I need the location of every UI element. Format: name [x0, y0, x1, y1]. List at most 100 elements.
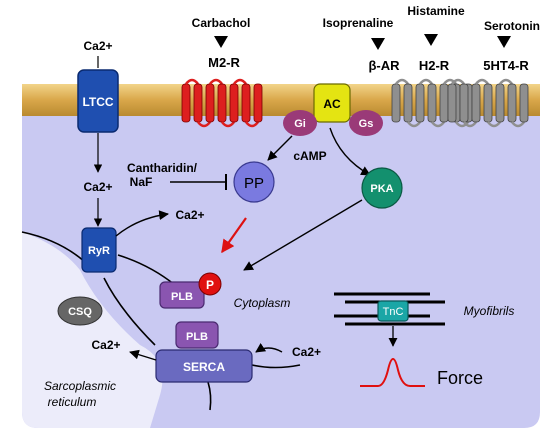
ion-ca-ryr: Ca2+	[175, 208, 204, 222]
camp-label: cAMP	[293, 149, 326, 163]
pka-label: PKA	[370, 183, 393, 195]
grey-receptor-loop	[511, 121, 525, 128]
m2r-receptor	[181, 78, 263, 128]
receptor-bar: β-AR	[368, 58, 400, 73]
inhibitor-label-2: NaF	[130, 175, 153, 189]
grey-receptors	[391, 78, 529, 128]
grey-receptor-helix	[447, 83, 457, 123]
sr-label-2: reticulum	[48, 395, 97, 409]
grey-receptor-loop	[407, 121, 421, 128]
grey-receptor-helix	[471, 83, 481, 123]
m2r-loop	[197, 121, 211, 128]
receptor-m2r: M2-R	[208, 55, 240, 70]
plb-unphosphorylated	[175, 321, 219, 349]
m2r-helix	[253, 83, 263, 123]
sr-membrane-line	[251, 364, 301, 369]
phosphate-group	[198, 272, 222, 296]
grey-receptor-loop	[419, 78, 433, 85]
ligand-arrow	[371, 38, 385, 50]
grey-receptor-helix	[459, 83, 469, 123]
grey-receptor-helix	[391, 83, 401, 123]
m2r-loop	[221, 121, 235, 128]
m2r-loop	[185, 78, 199, 85]
m2r-helix	[181, 83, 191, 123]
inhibitor-label-1: Cantharidin/	[127, 161, 198, 175]
pka-kinase	[361, 167, 403, 209]
grey-receptor-loop	[395, 78, 409, 85]
sr-membrane-line	[117, 254, 176, 286]
ion-ca-sr: Ca2+	[91, 338, 120, 352]
ryr-channel	[81, 227, 117, 273]
csq-label: CSQ	[68, 306, 92, 318]
arrow-pp-plb	[221, 217, 247, 254]
sr-membrane-line	[207, 381, 212, 411]
ligand-arrow	[497, 36, 511, 48]
m2r-helix	[217, 83, 227, 123]
m2r-helix	[193, 83, 203, 123]
sr-membrane-line	[21, 231, 86, 263]
grey-receptor-helix	[483, 83, 493, 123]
cell-body	[22, 100, 540, 428]
serca-label: SERCA	[183, 360, 225, 374]
gs-label: Gs	[359, 118, 374, 130]
ion-ca-serca: Ca2+	[292, 345, 321, 359]
serca-pump	[155, 349, 253, 383]
csq-protein	[57, 296, 103, 326]
ligand-arrow	[424, 34, 438, 46]
pp-phosphatase	[233, 161, 275, 203]
ligand-carbachol: Carbachol	[192, 16, 251, 30]
arrow-ac-pka	[329, 127, 371, 176]
plb-top-label: PLB	[171, 291, 193, 303]
phosphate-label: P	[206, 278, 214, 292]
m2r-loop	[245, 121, 259, 128]
grey-receptor-loop	[475, 78, 489, 85]
myofibrils-label: Myofibrils	[464, 304, 515, 318]
grey-receptor-loop	[499, 78, 513, 85]
m2r-helix	[241, 83, 251, 123]
arrow-gi-pp	[267, 135, 293, 161]
grey-receptor-loop	[451, 78, 465, 85]
gi-protein	[283, 110, 317, 136]
m2r-helix	[205, 83, 215, 123]
sr-lumen	[22, 232, 163, 428]
arrow-ca-serca-out	[129, 349, 157, 361]
plb-phosphorylated	[159, 281, 205, 309]
grey-receptor-loop	[443, 78, 457, 85]
m2r-loop	[233, 78, 247, 85]
plb-bottom-label: PLB	[186, 331, 208, 343]
grey-receptor-helix	[495, 83, 505, 123]
ltcc-label: LTCC	[82, 95, 113, 109]
ion-ca-top: Ca2+	[83, 39, 112, 53]
ligand-arrow	[214, 36, 228, 48]
force-curve	[360, 358, 425, 387]
grey-receptor-helix	[439, 83, 449, 123]
grey-receptor-helix	[427, 83, 437, 123]
arrow-ryr-release	[115, 210, 169, 237]
arrow-ca-serca-in	[255, 343, 283, 353]
arrow-pka-plb	[243, 199, 363, 271]
grey-receptor-loop	[487, 121, 501, 128]
tnc-label: TnC	[383, 306, 404, 318]
ac-enzyme	[313, 83, 351, 123]
ligand-isoprenaline: Isoprenaline	[323, 16, 394, 30]
grey-receptor-helix	[507, 83, 517, 123]
m2r-helix	[229, 83, 239, 123]
gs-protein	[349, 110, 383, 136]
grey-receptor-helix	[403, 83, 413, 123]
grey-receptor-helix	[519, 83, 529, 123]
ltcc-channel	[77, 69, 119, 133]
sr-membrane-line	[103, 277, 156, 346]
m2r-loop	[209, 78, 223, 85]
cytoplasm-label: Cytoplasm	[234, 296, 291, 310]
gi-label: Gi	[294, 118, 306, 130]
tnc-protein	[377, 300, 409, 322]
force-label: Force	[437, 368, 483, 388]
ryr-label: RyR	[88, 245, 110, 257]
pp-label: PP	[244, 175, 264, 192]
grey-receptor-helix	[415, 83, 425, 123]
receptor-ht4r: 5HT4-R	[483, 58, 529, 73]
ligand-serotonin: Serotonin	[484, 19, 540, 33]
sr-label-1: Sarcoplasmic	[44, 379, 116, 393]
